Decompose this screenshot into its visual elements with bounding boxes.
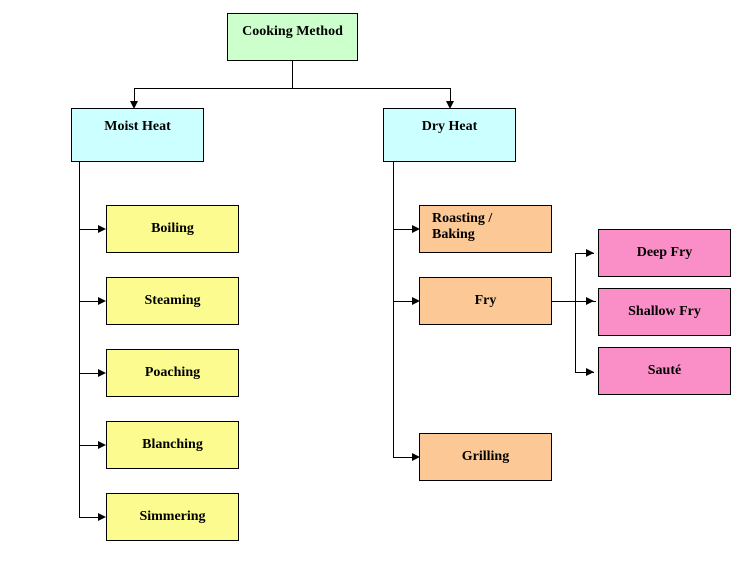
node-boiling[interactable]: Boiling — [106, 205, 239, 253]
connector-root-to-moist — [134, 88, 135, 102]
connector-root-bus — [134, 88, 451, 89]
arrowhead-simmering — [98, 513, 106, 521]
connector-root-to-dry — [450, 88, 451, 102]
node-deep-fry-label: Deep Fry — [636, 244, 693, 260]
connector-fry-to-deep-fry — [575, 253, 594, 254]
arrowhead-moist-heat — [130, 101, 138, 109]
node-steaming[interactable]: Steaming — [106, 277, 239, 325]
arrowhead-boiling — [98, 225, 106, 233]
connector-root-stem — [292, 61, 293, 89]
node-moist-heat[interactable]: Moist Heat — [71, 108, 204, 162]
node-simmering-label: Simmering — [139, 508, 206, 524]
arrowhead-fry — [412, 297, 420, 305]
arrowhead-shallow-fry — [586, 297, 594, 305]
node-cooking-method-label: Cooking Method — [242, 24, 343, 39]
arrowhead-steaming — [98, 297, 106, 305]
node-fry[interactable]: Fry — [419, 277, 552, 325]
node-roasting-baking-label-line1: Roasting / — [432, 211, 493, 226]
connector-moist-to-blanching — [79, 445, 99, 446]
node-simmering[interactable]: Simmering — [106, 493, 239, 541]
arrowhead-grilling — [412, 453, 420, 461]
node-fry-label: Fry — [474, 292, 497, 308]
node-blanching-label: Blanching — [142, 436, 203, 452]
connector-fry-bus — [575, 253, 576, 372]
arrowhead-blanching — [98, 441, 106, 449]
arrowhead-deep-fry — [586, 249, 594, 257]
connector-moist-to-simmering — [79, 517, 99, 518]
node-saute-label: Sauté — [647, 362, 682, 378]
node-deep-fry[interactable]: Deep Fry — [598, 229, 731, 277]
connector-dry-trunk — [393, 162, 394, 457]
connector-moist-to-steaming — [79, 301, 99, 302]
node-shallow-fry[interactable]: Shallow Fry — [598, 288, 731, 336]
node-boiling-label: Boiling — [151, 220, 194, 236]
connector-dry-to-grilling — [393, 457, 413, 458]
connector-moist-trunk — [79, 162, 80, 518]
node-grilling-label: Grilling — [461, 448, 510, 464]
node-steaming-label: Steaming — [144, 292, 201, 308]
node-shallow-fry-label: Shallow Fry — [628, 303, 701, 319]
node-grilling[interactable]: Grilling — [419, 433, 552, 481]
node-dry-heat[interactable]: Dry Heat — [383, 108, 516, 162]
connector-moist-to-poaching — [79, 373, 99, 374]
connector-dry-to-roasting — [393, 229, 413, 230]
arrowhead-roasting-baking — [412, 225, 420, 233]
node-saute[interactable]: Sauté — [598, 347, 731, 395]
connector-dry-to-fry — [393, 301, 413, 302]
node-roasting-baking-label-line2: Baking — [432, 227, 475, 243]
node-poaching[interactable]: Poaching — [106, 349, 239, 397]
connector-fry-stem — [551, 301, 596, 302]
node-moist-heat-label: Moist Heat — [104, 119, 171, 134]
arrowhead-dry-heat — [446, 101, 454, 109]
node-roasting-baking[interactable]: Roasting / Baking — [419, 205, 552, 253]
connector-fry-to-saute — [575, 372, 594, 373]
node-cooking-method[interactable]: Cooking Method — [227, 13, 358, 61]
node-dry-heat-label: Dry Heat — [421, 119, 478, 134]
node-blanching[interactable]: Blanching — [106, 421, 239, 469]
arrowhead-saute — [586, 368, 594, 376]
connector-moist-to-boiling — [79, 229, 99, 230]
arrowhead-poaching — [98, 369, 106, 377]
node-poaching-label: Poaching — [144, 364, 201, 380]
